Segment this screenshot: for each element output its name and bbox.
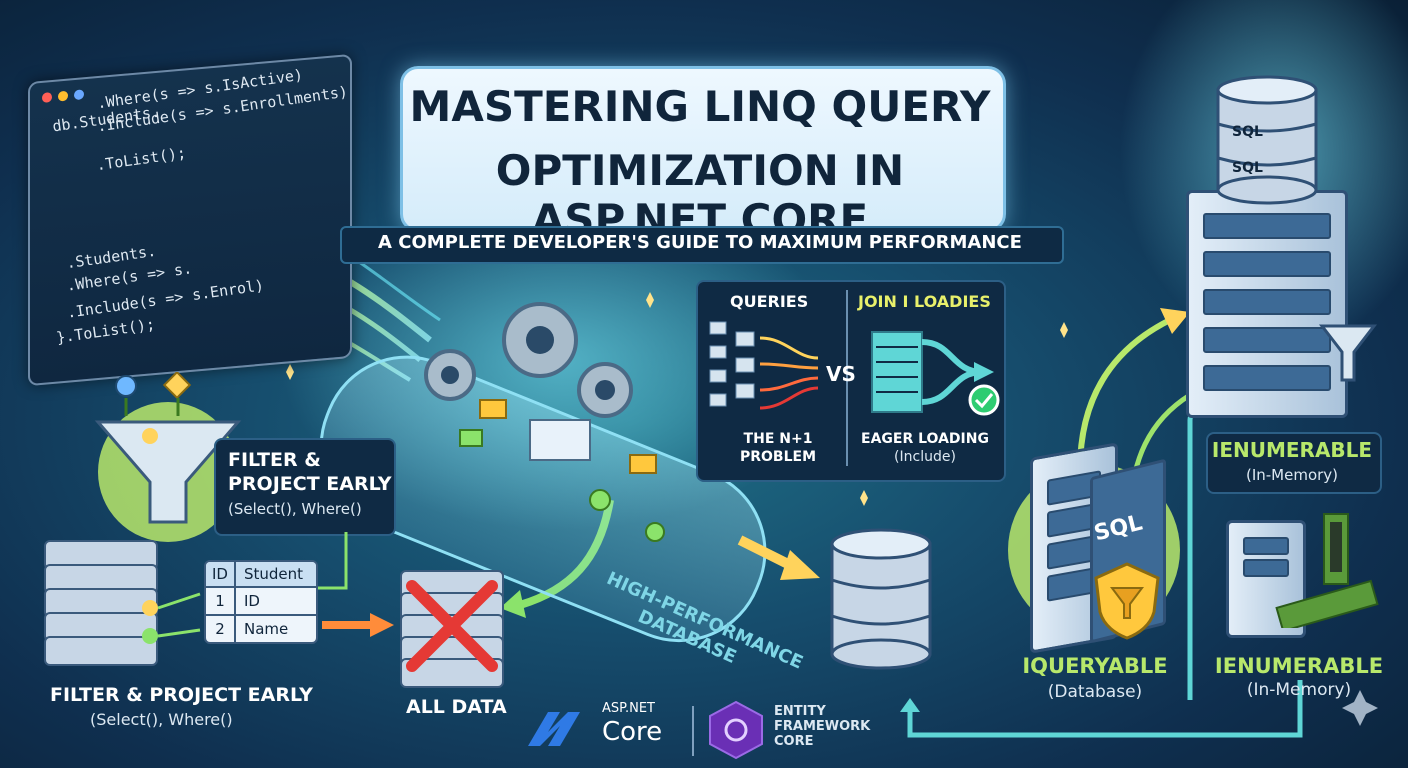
queries-title: QUERIES <box>730 292 809 311</box>
sql-database-icon <box>1216 75 1318 205</box>
page-subtitle: A COMPLETE DEVELOPER'S GUIDE TO MAXIMUM … <box>378 232 1022 253</box>
join-loadies-title: JOIN I LOADIES <box>858 292 991 311</box>
gear-icon <box>424 349 476 401</box>
aspnet-logo-icon <box>528 712 580 746</box>
envelope-icon <box>629 454 657 474</box>
vs-label: VS <box>826 362 856 386</box>
eager-loading-caption: EAGER LOADING (Include) <box>861 431 989 465</box>
table-row: 2 Name <box>206 616 316 642</box>
iqueryable-title: IQUERYABLE <box>1022 654 1168 678</box>
arrow-icon <box>322 613 394 637</box>
filter-funnel <box>94 372 242 542</box>
database-icon <box>830 528 932 670</box>
sparkle-icon <box>1342 690 1378 726</box>
database-stack-icon <box>44 540 158 670</box>
connector-line <box>318 532 348 590</box>
vs-divider <box>846 290 848 466</box>
sql-label: SQL <box>1232 124 1263 140</box>
filter-sub: (Select(), Where() <box>228 500 362 518</box>
ienumerable-bottom-sub: (In-Memory) <box>1246 680 1352 700</box>
n-plus-one-diagram <box>709 321 819 410</box>
iqueryable-sub: (Database) <box>1047 682 1143 702</box>
gear-icon <box>577 362 633 418</box>
ienumerable-top-title: IENUMERABLE <box>1211 438 1373 462</box>
envelope-icon <box>479 399 507 419</box>
gear-icon <box>589 489 611 511</box>
bottom-filter-sub: (Select(), Where() <box>90 710 233 729</box>
logo-divider <box>692 706 694 756</box>
bottom-filter-heading: FILTER & PROJECT EARLY <box>50 684 313 706</box>
folder-icon <box>459 429 483 447</box>
ef-core-logo-text: ENTITY FRAMEWORK CORE <box>774 704 871 749</box>
gear-icon <box>502 302 578 378</box>
ienumerable-top-sub: (In-Memory) <box>1245 466 1339 484</box>
projection-connectors <box>142 592 201 644</box>
projection-table: ID Student 1 ID 2 Name <box>204 560 318 644</box>
subtitle-bar <box>340 226 1064 264</box>
pc-tower-icon <box>1226 520 1306 638</box>
table-header: ID <box>206 562 236 586</box>
filter-panel <box>214 438 396 536</box>
gear-icon <box>645 522 665 542</box>
page-title-line1: MASTERING LINQ QUERY <box>409 82 991 131</box>
aspnet-logo-text: ASP.NET Core <box>602 701 663 747</box>
ienumerable-top-panel <box>1206 432 1382 494</box>
check-icon <box>968 384 1000 416</box>
table-header: Student <box>244 565 304 583</box>
ram-chip-icon <box>1275 513 1379 628</box>
cross-icon <box>406 580 498 672</box>
filter-heading: FILTER & PROJECT EARLY <box>228 449 392 495</box>
tube-contents <box>424 302 820 580</box>
window-controls <box>42 89 84 103</box>
document-icon <box>529 419 591 461</box>
ienumerable-bottom-title: IENUMERABLE <box>1214 654 1384 678</box>
funnel-shield-icon <box>1094 562 1160 640</box>
funnel-icon <box>1318 324 1378 382</box>
ef-core-logo-icon <box>709 700 763 760</box>
eager-loading-diagram <box>871 331 1000 416</box>
all-data-label: ALL DATA <box>406 696 507 718</box>
title-banner <box>400 66 1006 232</box>
n-plus-one-caption: THE N+1 PROBLEM <box>739 431 817 465</box>
table-row: 1 ID <box>206 588 316 616</box>
server-tower-icon <box>1186 190 1348 418</box>
sql-label: SQL <box>1232 160 1263 176</box>
